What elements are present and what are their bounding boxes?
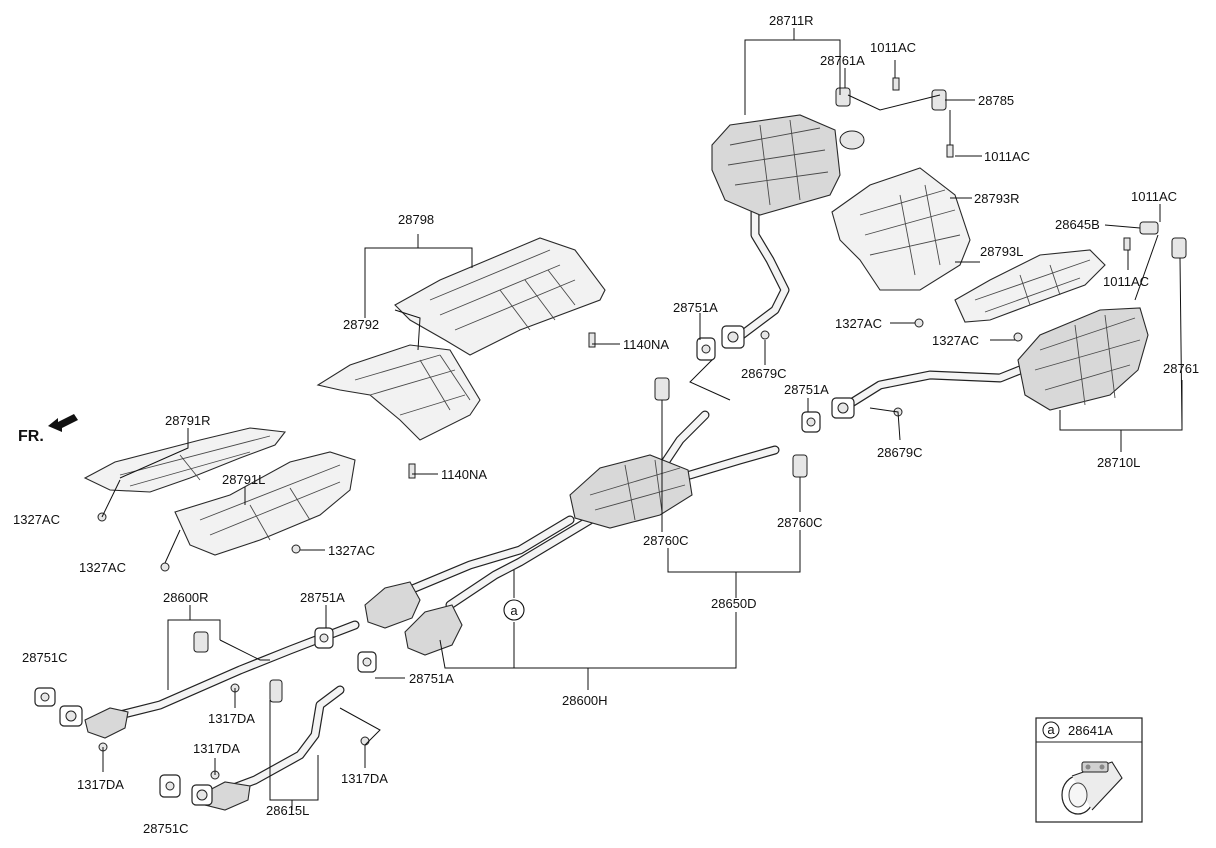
heat-shield-28791R [83, 427, 287, 493]
bracket-28645B [1139, 221, 1159, 235]
label-1327AC-c: 1327AC [13, 512, 60, 527]
label-28600H: 28600H [562, 693, 608, 708]
heat-shield-28798 [394, 237, 606, 356]
label-28645B: 28645B [1055, 217, 1100, 232]
callout-a-marker: a [503, 599, 525, 621]
label-28751A-d: 28751A [409, 671, 454, 686]
label-28679C-a: 28679C [741, 366, 787, 381]
label-28615L: 28615L [266, 803, 309, 818]
tail-tip-right [839, 130, 865, 150]
label-28792: 28792 [343, 317, 379, 332]
label-28751A-a: 28751A [673, 300, 718, 315]
label-1011AC-right: 1011AC [1131, 189, 1177, 204]
catalytic-converter-lower [404, 604, 463, 656]
label-28650D: 28650D [711, 596, 757, 611]
gasket-28751A-3 [314, 627, 334, 649]
label-28791R: 28791R [165, 413, 211, 428]
hanger-28760C-2 [792, 454, 808, 478]
label-28751A-c: 28751A [300, 590, 345, 605]
gasket-28751A-4 [357, 651, 377, 673]
label-1327AC-b: 1327AC [932, 333, 979, 348]
label-28751A-b: 28751A [784, 382, 829, 397]
gasket-28751A-2 [801, 411, 821, 433]
label-28793L: 28793L [980, 244, 1023, 259]
label-28711R: 28711R [769, 13, 814, 28]
flange-rear-right [721, 325, 745, 349]
label-28785: 28785 [978, 93, 1014, 108]
front-cat-right [84, 707, 129, 739]
rear-muffler-right-28711R [711, 114, 865, 216]
inset-letter: a [1047, 722, 1055, 737]
hanger-28600R [193, 631, 209, 653]
flange-front-right [59, 705, 83, 727]
label-1011AC-lower: 1011AC [1103, 274, 1149, 289]
label-28751C-b: 28751C [143, 821, 189, 836]
hanger-28615L [269, 679, 283, 703]
leader-lines [101, 28, 1183, 810]
flange-front-left [191, 784, 213, 806]
label-28761: 28761 [1163, 361, 1199, 376]
label-28679C-b: 28679C [877, 445, 923, 460]
label-28760C-a: 28760C [643, 533, 689, 548]
label-1317DA-b: 1317DA [193, 741, 240, 756]
clamp-icon [1061, 761, 1123, 815]
label-1317DA-c: 1317DA [341, 771, 388, 786]
label-28760C-b: 28760C [777, 515, 823, 530]
label-28761A: 28761A [820, 53, 865, 68]
label-1317DA-a: 1317DA [208, 711, 255, 726]
pipe-group [95, 207, 1025, 800]
label-1317DA-d: 1317DA [77, 777, 124, 792]
label-1327AC-a: 1327AC [835, 316, 882, 331]
part-labels: 28711R 28761A 1011AC 28785 1011AC 28793R… [13, 13, 1199, 836]
callout-a-letter: a [510, 603, 518, 618]
label-1011AC-top: 1011AC [870, 40, 916, 55]
gasket-28751C-1 [34, 687, 56, 707]
front-label: FR. [18, 428, 44, 445]
heat-shield-28791L [174, 451, 356, 556]
label-28751C-a: 28751C [22, 650, 68, 665]
front-direction-marker: FR. [18, 414, 78, 445]
hanger-28761A [835, 87, 851, 107]
bracket-28785 [931, 89, 947, 111]
label-1327AC-e: 1327AC [79, 560, 126, 575]
inset-panel: a 28641A [1035, 717, 1143, 823]
label-1140NA-b: 1140NA [441, 467, 487, 482]
inset-part-number: 28641A [1068, 723, 1113, 738]
front-arrow-icon [48, 414, 78, 432]
label-28710L: 28710L [1097, 455, 1140, 470]
heat-shield-28793R [831, 167, 971, 291]
label-28798: 28798 [398, 212, 434, 227]
catalytic-converter-upper [364, 581, 421, 629]
hanger-28760C-1 [654, 377, 670, 401]
label-1140NA-a: 1140NA [623, 337, 669, 352]
hanger-28761 [1171, 237, 1187, 259]
center-muffler-28650D [569, 454, 693, 529]
heat-shield-28793L [954, 249, 1106, 323]
label-28600R: 28600R [163, 590, 209, 605]
heat-shield-28792 [316, 344, 481, 441]
rear-muffler-left-28710L [1017, 307, 1149, 411]
label-28791L: 28791L [222, 472, 265, 487]
gasket-28751C-2 [159, 774, 181, 798]
flange-rear-left [831, 397, 855, 419]
gasket-28751A-1 [696, 337, 716, 361]
label-1327AC-d: 1327AC [328, 543, 375, 558]
label-1011AC-mid: 1011AC [984, 149, 1030, 164]
label-28793R: 28793R [974, 191, 1020, 206]
